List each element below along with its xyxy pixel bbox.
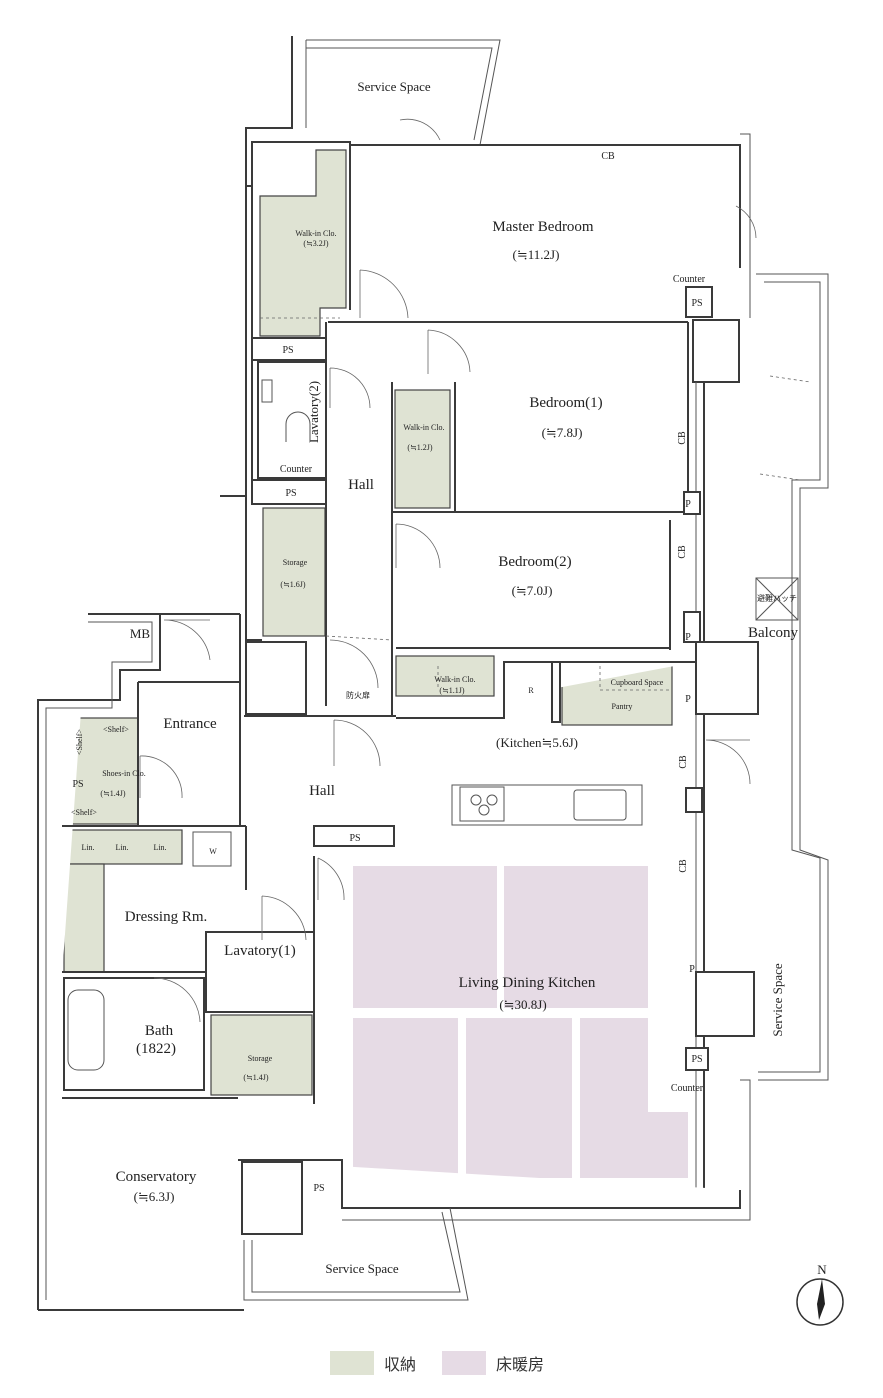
label-master-bedroom-size: (≒11.2J) [513,247,560,262]
label-storage-1: Storage [283,558,308,567]
label-storage-2-size: (≒1.4J) [243,1073,268,1082]
label-shelf-3: <Shelf> [71,808,97,817]
label-pantry: Pantry [612,702,633,711]
label-hall-upper: Hall [348,477,374,493]
label-counter-top: Counter [673,274,706,285]
label-shoes-in: Shoes-in Clo. [102,769,146,778]
label-ps-master: PS [691,298,702,309]
label-bath: Bath [145,1023,174,1039]
floor-plan: Service Space CB Master Bedroom (≒11.2J)… [37,36,844,1326]
label-mb: MB [130,626,151,641]
label-bedroom-1-size: (≒7.8J) [542,425,583,440]
label-service-space-top: Service Space [357,79,431,94]
label-w: W [209,847,217,856]
label-p-3: P [685,694,691,705]
doors [139,118,757,1023]
label-r: R [528,686,534,695]
label-conservatory-size: (≒6.3J) [134,1189,175,1204]
label-ps-entrance: PS [72,779,83,790]
label-p-1: P [685,499,691,510]
label-counter-right: Counter [671,1083,704,1094]
label-ps-hall: PS [349,833,360,844]
legend-heating-swatch [442,1351,487,1375]
label-bedroom-2-size: (≒7.0J) [512,583,553,598]
label-storage-2: Storage [248,1054,273,1063]
label-shelf-1: <Shelf> [103,725,129,734]
label-ps-left-1: PS [282,345,293,356]
label-dressing: Dressing Rm. [125,909,208,925]
label-service-space-bottom: Service Space [325,1261,399,1276]
walls [37,36,829,1311]
label-lin-2: Lin. [115,843,128,852]
floor-heating-zones [353,866,688,1178]
label-master-bedroom: Master Bedroom [492,219,594,235]
room-labels: Service Space CB Master Bedroom (≒11.2J)… [71,79,798,1276]
label-walkin-1: Walk-in Clo. [295,229,336,238]
north-compass-icon: N [796,1262,844,1326]
label-lin-1: Lin. [81,843,94,852]
label-hall-lower: Hall [309,783,335,799]
label-cb-kitchen: CB [678,755,689,769]
label-p-4: P [689,964,695,975]
label-cb-bedroom-2: CB [677,545,688,559]
label-north: N [817,1262,827,1277]
label-cb-bedroom-1: CB [677,431,688,445]
label-storage-1-size: (≒1.6J) [280,580,305,589]
label-counter-lav2: Counter [280,464,313,475]
legend-heating-label: 床暖房 [496,1355,545,1374]
label-lin-3: Lin. [153,843,166,852]
label-service-space-right: Service Space [770,963,785,1037]
label-p-2: P [685,632,691,643]
label-bedroom-1: Bedroom(1) [529,395,602,411]
label-bath-size: (1822) [136,1041,176,1057]
label-balcony: Balcony [748,625,798,641]
label-conservatory: Conservatory [116,1169,197,1185]
label-hatch: 避難ハッチ [757,593,797,603]
label-ldk: Living Dining Kitchen [459,975,596,991]
label-ps-right: PS [691,1054,702,1065]
label-walkin-2-size: (≒1.2J) [407,443,432,452]
label-walkin-3: Walk-in Clo. [434,675,475,684]
label-walkin-1-size: (≒3.2J) [303,239,328,248]
label-shoes-in-size: (≒1.4J) [100,789,125,798]
label-ps-bottom: PS [313,1183,324,1194]
label-shelf-2: <Shelf> [75,729,84,755]
label-kitchen: (Kitchen≒5.6J) [496,735,578,750]
label-walkin-2: Walk-in Clo. [403,423,444,432]
label-fire-door: 防火扉 [346,690,370,700]
label-ldk-size: (≒30.8J) [499,997,546,1012]
label-cb-top: CB [601,151,615,162]
legend-storage-swatch [330,1351,374,1375]
label-walkin-3-size: (≒1.1J) [439,686,464,695]
label-lavatory-1: Lavatory(1) [224,943,296,959]
label-bedroom-2: Bedroom(2) [498,554,571,570]
label-cupboard-space: Cupboard Space [611,678,664,687]
label-cb-ldk: CB [678,859,689,873]
legend: 収納 床暖房 [330,1350,544,1376]
label-ps-left-2: PS [285,488,296,499]
label-entrance: Entrance [163,716,217,732]
legend-storage-label: 収納 [384,1355,417,1374]
